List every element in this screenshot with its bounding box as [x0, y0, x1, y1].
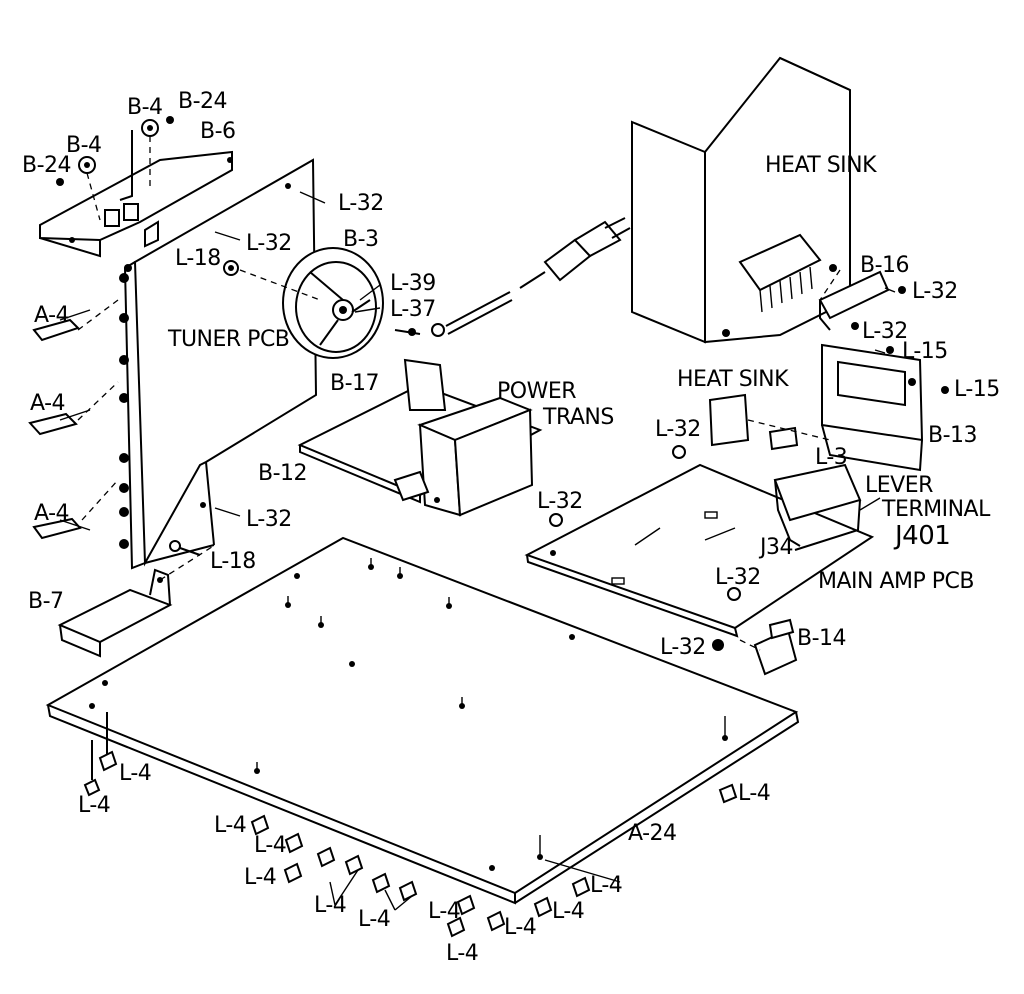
label-power: POWER: [497, 379, 576, 404]
label-b3: B-3: [343, 227, 379, 252]
dial-b3: [239, 247, 384, 359]
label-b4-left: B-4: [66, 133, 102, 158]
label-l4-e: L-4: [254, 833, 286, 858]
label-l32-f: L-32: [655, 417, 701, 442]
bracket-b14: [739, 618, 798, 676]
label-l4-a: L-4: [119, 761, 151, 786]
label-j401: J401: [893, 521, 950, 551]
label-heat-sink-mid: HEAT SINK: [677, 367, 789, 392]
label-l32-h: L-32: [715, 565, 761, 590]
base-plate-a24: [45, 536, 800, 905]
label-b12: B-12: [258, 461, 307, 486]
main-amp-pcb: [524, 445, 875, 651]
label-j34: J34: [758, 535, 793, 560]
heat-sink-small: [708, 393, 831, 451]
label-l4-c: L-4: [738, 781, 770, 806]
label-b14: B-14: [797, 626, 846, 651]
label-l4-l: L-4: [590, 873, 622, 898]
label-tuner-pcb: TUNER PCB: [167, 327, 289, 352]
label-b17: B-17: [330, 371, 379, 396]
label-l4-m: L-4: [446, 941, 478, 966]
label-b7: B-7: [28, 589, 64, 614]
power-transformer: [297, 358, 543, 517]
label-l32-d: L-32: [912, 279, 958, 304]
label-l4-b: L-4: [78, 793, 110, 818]
label-b13: B-13: [928, 423, 977, 448]
label-l18-bottom: L-18: [210, 549, 256, 574]
bracket-b6: [39, 130, 233, 258]
label-b16: B-16: [860, 253, 909, 278]
label-l4-h: L-4: [358, 907, 390, 932]
label-a4-2: A-4: [30, 391, 65, 416]
bracket-b16: [818, 269, 906, 331]
label-a4-3: A-4: [34, 501, 69, 526]
label-l15-a: L-15: [902, 339, 948, 364]
label-terminal: TERMINAL: [881, 497, 991, 522]
label-l4-g: L-4: [314, 893, 346, 918]
label-l32-g: L-32: [537, 489, 583, 514]
label-l39: L-39: [390, 271, 436, 296]
label-main-amp-pcb: MAIN AMP PCB: [818, 569, 974, 594]
label-l32-c: L-32: [246, 507, 292, 532]
tuner-pcb: [119, 158, 318, 570]
label-trans: TRANS: [542, 405, 614, 430]
board-b13: [821, 343, 949, 472]
label-l32-b: L-32: [246, 231, 292, 256]
label-l3: L-3: [815, 445, 847, 470]
label-b6: B-6: [200, 119, 236, 144]
label-l32-e: L-32: [862, 319, 908, 344]
label-l18-top: L-18: [175, 246, 221, 271]
label-l4-d: L-4: [214, 813, 246, 838]
bracket-b7: [57, 544, 216, 658]
screw-l18-bottom: [169, 540, 201, 556]
leader-lines: [59, 191, 896, 911]
part-labels: B-24 B-4 B-6 B-4 B-24 L-32 L-32 L-18 B-3…: [22, 89, 1000, 966]
label-l4-k: L-4: [552, 899, 584, 924]
heat-sink-top: [631, 56, 851, 344]
label-b4-top: B-4: [127, 95, 163, 120]
label-l32-top: L-32: [338, 191, 384, 216]
feet-l4: [83, 712, 738, 938]
label-l15-b: L-15: [954, 377, 1000, 402]
label-heat-sink-top: HEAT SINK: [765, 153, 877, 178]
label-l32-i: L-32: [660, 635, 706, 660]
label-l37: L-37: [390, 297, 436, 322]
washers-b4-b24: [56, 116, 174, 221]
label-b24-left: B-24: [22, 153, 71, 178]
label-a4-1: A-4: [34, 303, 69, 328]
label-l4-i: L-4: [428, 899, 460, 924]
label-l4-f: L-4: [244, 865, 276, 890]
power-cord: [394, 217, 631, 337]
label-a24: A-24: [628, 821, 677, 846]
label-l4-j: L-4: [504, 915, 536, 940]
label-b24-top: B-24: [178, 89, 227, 114]
label-lever: LEVER: [865, 473, 933, 498]
